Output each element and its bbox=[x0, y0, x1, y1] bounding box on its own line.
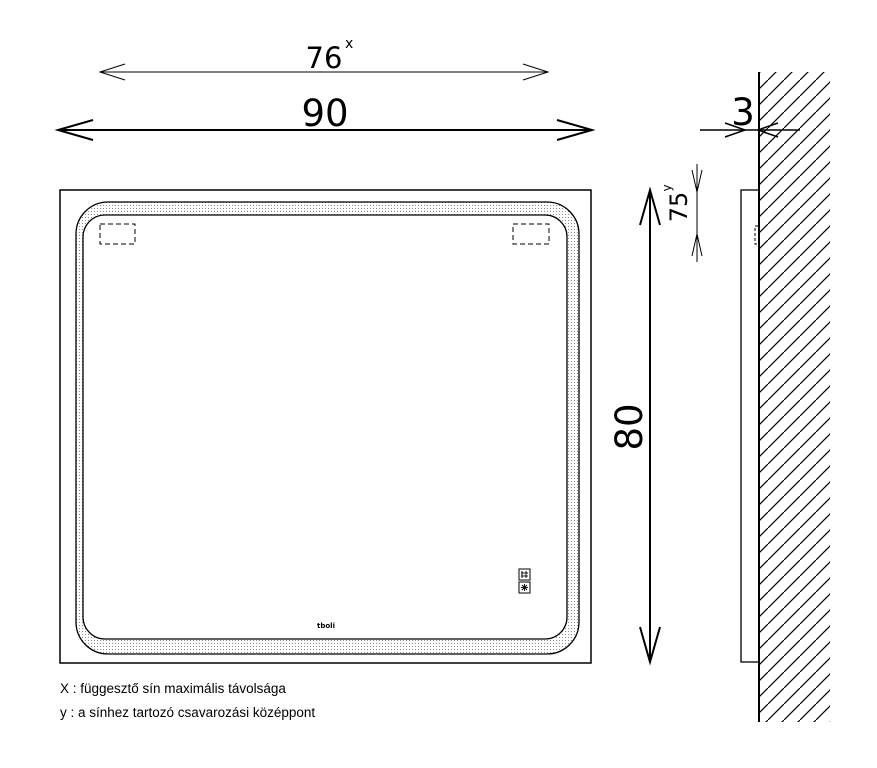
screw-arrow-bottom-icon bbox=[691, 233, 703, 257]
screw-center-marker: y bbox=[660, 184, 674, 191]
rail-arrow-right-icon bbox=[522, 63, 550, 81]
wall-hatching bbox=[759, 72, 830, 722]
hanger-rail-left bbox=[99, 223, 136, 245]
height-arrow-bottom-icon bbox=[639, 626, 661, 666]
led-light-strip bbox=[75, 201, 580, 655]
legend-y-note: y : a sínhez tartozó csavarozási középpo… bbox=[60, 705, 316, 720]
mirror-side-profile bbox=[740, 189, 760, 663]
rail-distance-value: 76 bbox=[306, 41, 343, 75]
height-arrow-top-icon bbox=[639, 186, 661, 226]
width-value: 90 bbox=[301, 92, 348, 135]
screw-center-dimension: 75 y bbox=[660, 164, 703, 262]
rail-distance-dimension: 76 x bbox=[98, 36, 550, 81]
width-arrow-right-icon bbox=[556, 119, 596, 141]
side-view bbox=[740, 72, 830, 722]
width-dimension: 90 bbox=[54, 92, 596, 141]
depth-dimension: 3 bbox=[700, 91, 800, 138]
hash-icon bbox=[518, 568, 531, 581]
screw-arrow-top-icon bbox=[691, 169, 703, 193]
height-dimension: 80 bbox=[608, 186, 661, 666]
rail-distance-marker: x bbox=[345, 36, 353, 52]
mirror-front-view: tboli bbox=[59, 189, 592, 664]
depth-arrow-left-icon bbox=[724, 122, 748, 138]
depth-value: 3 bbox=[731, 91, 755, 134]
snowflake-icon bbox=[518, 581, 531, 594]
legend-x-note: X : függesztő sín maximális távolsága bbox=[60, 681, 286, 696]
brand-logo: tboli bbox=[317, 622, 335, 630]
side-rail-bracket bbox=[754, 225, 758, 245]
width-arrow-left-icon bbox=[54, 119, 94, 141]
screw-center-value: 75 bbox=[665, 192, 693, 223]
mirror-outer-frame bbox=[59, 189, 592, 664]
height-value: 80 bbox=[608, 403, 651, 450]
rail-arrow-left-icon bbox=[98, 63, 126, 81]
hanger-rail-right bbox=[512, 223, 550, 245]
